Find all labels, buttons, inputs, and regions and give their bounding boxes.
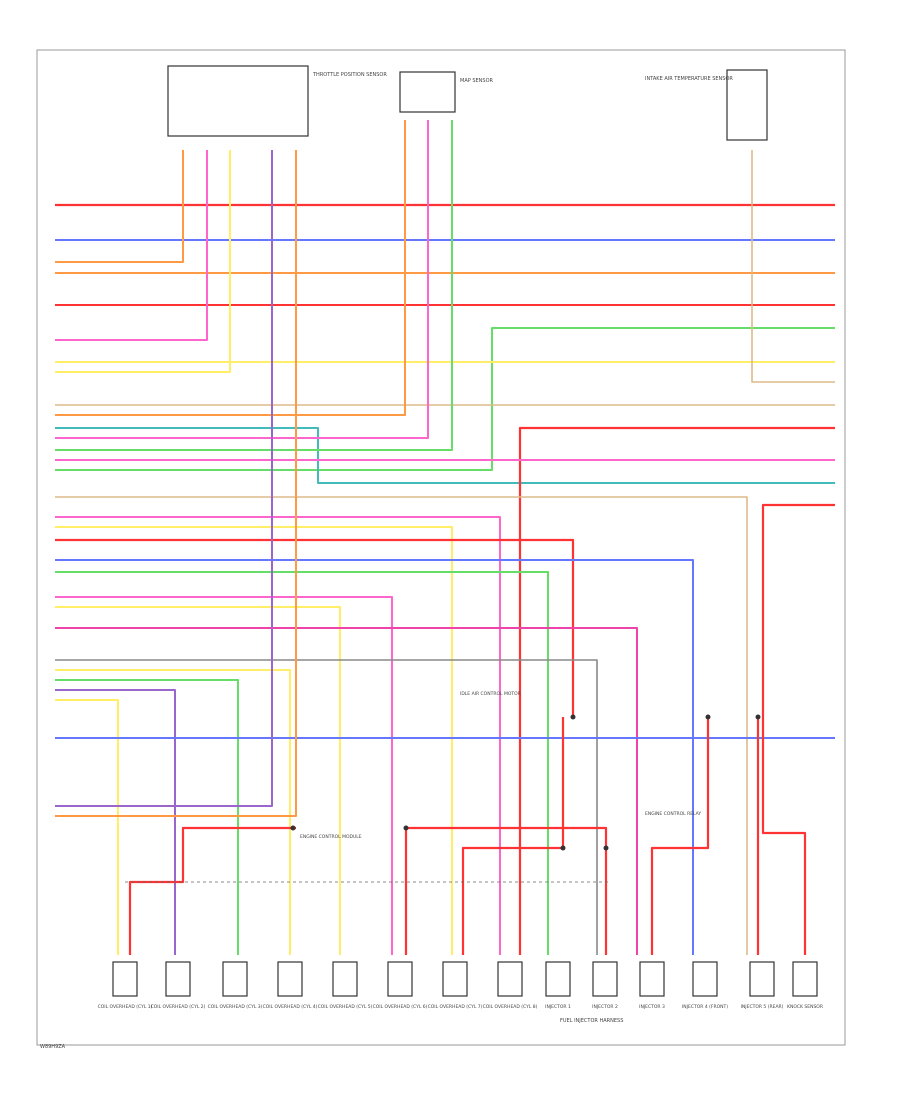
component-connector [387,961,413,997]
map-sensor-label: MAP SENSOR [460,78,494,84]
component-label: COIL OVERHEAD (CYL 8) [483,1004,538,1010]
splice-dot [290,825,296,831]
component-label: INJECTOR 3 [639,1004,665,1010]
wire [55,327,835,471]
wire [55,689,176,955]
wire [55,659,598,955]
wire [55,150,184,263]
wire [55,596,393,955]
splice-annotation: ENGINE CONTROL MODULE [300,834,362,840]
wire-layer [55,120,835,955]
component-connector [692,961,718,997]
wire [55,120,453,451]
splice-dot [560,845,566,851]
splice-dot [403,825,409,831]
intake-air-temp-sensor-connector [726,69,768,141]
component-connector [545,961,571,997]
splice-dot [705,714,711,720]
splice-annotation: ENGINE CONTROL RELAY [645,811,701,817]
component-label: COIL OVERHEAD (CYL 1) [98,1004,153,1010]
wire [55,150,208,341]
wire [55,120,406,416]
component-connector [165,961,191,997]
component-connector [749,961,775,997]
wire [55,150,231,373]
wire [751,150,835,383]
component-label: INJECTOR 2 [592,1004,618,1010]
wire [55,606,341,955]
splice-dot [603,845,609,851]
component-connector [792,961,818,997]
wire [406,826,608,955]
wire [55,699,119,955]
wire [55,120,429,439]
map-sensor-connector [399,71,456,113]
wire [55,150,273,807]
component-connector [277,961,303,997]
diagram-frame [36,49,846,1046]
component-connector [497,961,523,997]
wire [518,426,835,750]
wire [55,669,291,955]
component-connector [222,961,248,997]
wire [55,559,694,955]
harness-footer-label: FUEL INJECTOR HARNESS [560,1018,623,1024]
throttle-position-sensor-connector [167,65,309,137]
component-label: COIL OVERHEAD (CYL 5) [318,1004,373,1010]
wire [55,627,638,955]
wire [55,427,835,484]
wire [55,496,748,955]
component-connector [639,961,665,997]
component-label: COIL OVERHEAD (CYL 2) [151,1004,206,1010]
wire [128,826,296,955]
component-label: COIL OVERHEAD (CYL 4) [263,1004,318,1010]
throttle-position-sensor-label: THROTTLE POSITION SENSOR [312,72,387,78]
component-label: INJECTOR 5 (REAR) [741,1004,784,1010]
wire [55,538,575,717]
splice-annotation: IDLE AIR CONTROL MOTOR [460,691,521,697]
component-connector [592,961,618,997]
splice-dot [570,714,576,720]
component-label: COIL OVERHEAD (CYL 3) [208,1004,263,1010]
wire [55,679,239,955]
bottom-components: COIL OVERHEAD (CYL 1)COIL OVERHEAD (CYL … [98,961,823,1010]
component-label: COIL OVERHEAD (CYL 6) [373,1004,428,1010]
splice-dot [755,714,761,720]
wire [761,503,835,955]
intake-air-temp-sensor-label: INTAKE AIR TEMPERATURE SENSOR [645,76,733,82]
component-connector [332,961,358,997]
wire [55,150,297,817]
component-label: INJECTOR 4 (FRONT) [682,1004,728,1010]
wire [55,516,501,955]
component-label: KNOCK SENSOR [787,1004,823,1010]
wire [650,717,710,955]
component-label: INJECTOR 1 [545,1004,571,1010]
wire [55,526,453,955]
component-label: COIL OVERHEAD (CYL 7) [428,1004,483,1010]
wire [461,717,565,955]
diagram-id-code: W89H9ZA [40,1044,66,1050]
component-connector [442,961,468,997]
component-connector [112,961,138,997]
